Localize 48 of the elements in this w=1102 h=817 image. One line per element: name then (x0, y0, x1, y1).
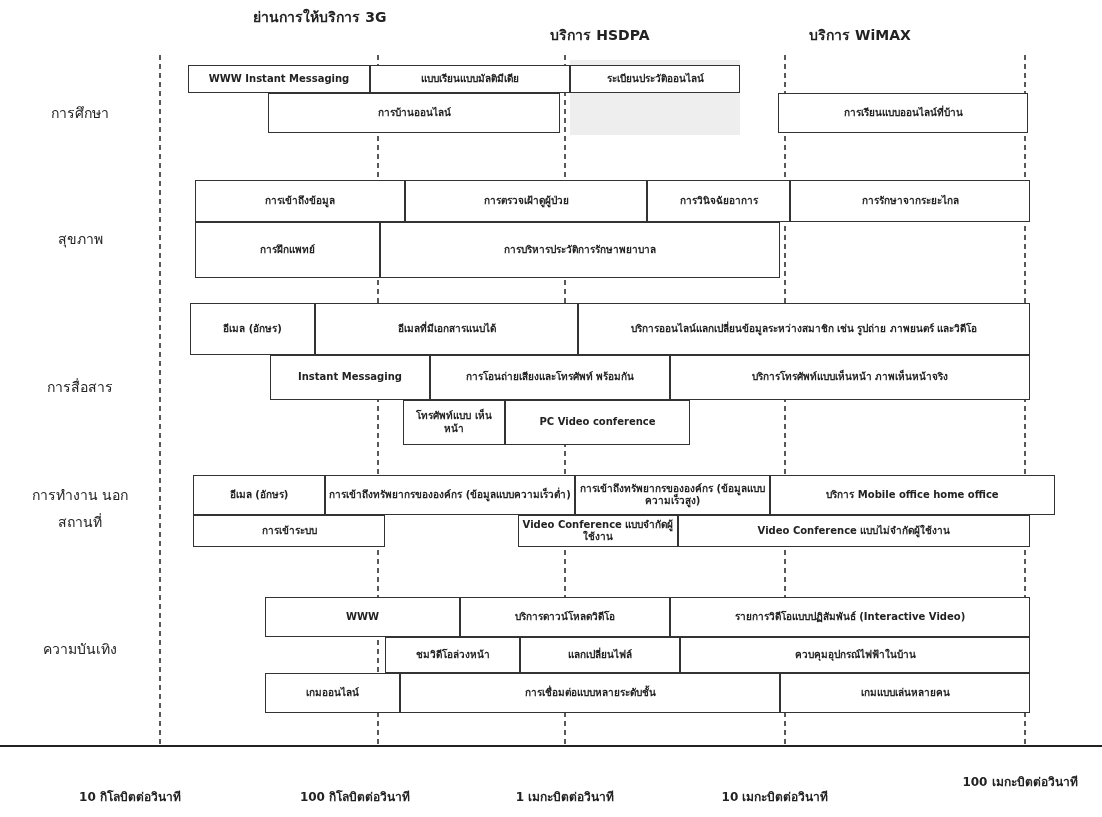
service-box: การเข้าถึงทรัพยากรขององค์กร (ข้อมูลแบบความเร็วสูง) (575, 475, 770, 515)
row-label: สุขภาพ (56, 230, 104, 249)
service-box: รายการวิดีโอแบบปฏิสัมพันธ์ (Interactive Video) (670, 597, 1030, 637)
service-box: บริการโทรศัพท์แบบเห็นหน้า ภาพเห็นหน้าจริง (670, 355, 1030, 400)
service-box: WWW (265, 597, 460, 637)
service-box: แบบเรียนแบบมัลติมีเดีย (370, 65, 570, 93)
row-label: ความบันเทิง (42, 640, 118, 659)
service-box: การเข้าระบบ (193, 515, 385, 547)
service-box: แลกเปลี่ยนไฟล์ (520, 637, 680, 673)
service-box: WWW Instant Messaging (188, 65, 370, 93)
service-box: อีเมลที่มีเอกสารแนบได้ (315, 303, 578, 355)
service-box: ระเบียนประวัติออนไลน์ (570, 65, 740, 93)
service-box: เกมออนไลน์ (265, 673, 400, 713)
axis-label: 10 กิโลบิตต่อวินาที (78, 790, 182, 806)
service-box: Instant Messaging (270, 355, 430, 400)
service-box: การโอนถ่ายเสียงและโทรศัพท์ พร้อมกัน (430, 355, 670, 400)
row-label: การศึกษา (50, 104, 110, 123)
service-box: เกมแบบเล่นหลายคน (780, 673, 1030, 713)
service-box: อีเมล (อักษร) (193, 475, 325, 515)
service-box: การรักษาจากระยะไกล (790, 180, 1030, 222)
service-box: ควบคุมอุปกรณ์ไฟฟ้าในบ้าน (680, 637, 1030, 673)
service-box: การบ้านออนไลน์ (268, 93, 560, 133)
service-box: PC Video conference (505, 400, 690, 445)
service-box: การฝึกแพทย์ (195, 222, 380, 278)
service-box: โทรศัพท์แบบ เห็นหน้า (403, 400, 505, 445)
axis-label: 100 กิโลบิตต่อวินาที (298, 790, 412, 806)
service-box: การวินิจฉัยอาการ (647, 180, 790, 222)
header-label: ย่านการให้บริการ 3G (252, 8, 388, 27)
row-label: การทำงาน นอกสถานที่ (30, 486, 130, 532)
service-box: Video Conference แบบจำกัดผู้ใช้งาน (518, 515, 678, 547)
service-box: อีเมล (อักษร) (190, 303, 315, 355)
service-box: การบริหารประวัติการรักษาพยาบาล (380, 222, 780, 278)
service-box: Video Conference แบบไม่จำกัดผู้ใช้งาน (678, 515, 1030, 547)
service-box: บริการดาวน์โหลดวิดีโอ (460, 597, 670, 637)
header-label: บริการ HSDPA (549, 26, 651, 45)
service-box: การเชื่อมต่อแบบหลายระดับชั้น (400, 673, 780, 713)
service-box: การเข้าถึงข้อมูล (195, 180, 405, 222)
service-box: บริการ Mobile office home office (770, 475, 1055, 515)
service-box: การตรวจเฝ้าดูผู้ป่วย (405, 180, 647, 222)
service-box: ชมวิดีโอล่วงหน้า (385, 637, 520, 673)
axis-label: 100 เมกะบิตต่อวินาที (961, 775, 1079, 791)
axis-label: 1 เมกะบิตต่อวินาที (514, 790, 616, 806)
row-label: การสื่อสาร (46, 378, 114, 397)
service-box: การเข้าถึงทรัพยากรขององค์กร (ข้อมูลแบบความเร็วต่ำ) (325, 475, 575, 515)
service-box: บริการออนไลน์แลกเปลี่ยนข้อมูลระหว่างสมาชิก เช่น รูปถ่าย ภาพยนตร์ และวิดีโอ (578, 303, 1030, 355)
header-label: บริการ WiMAX (808, 26, 912, 45)
axis-label: 10 เมกะบิตต่อวินาที (720, 790, 830, 806)
service-box: การเรียนแบบออนไลน์ที่บ้าน (778, 93, 1028, 133)
